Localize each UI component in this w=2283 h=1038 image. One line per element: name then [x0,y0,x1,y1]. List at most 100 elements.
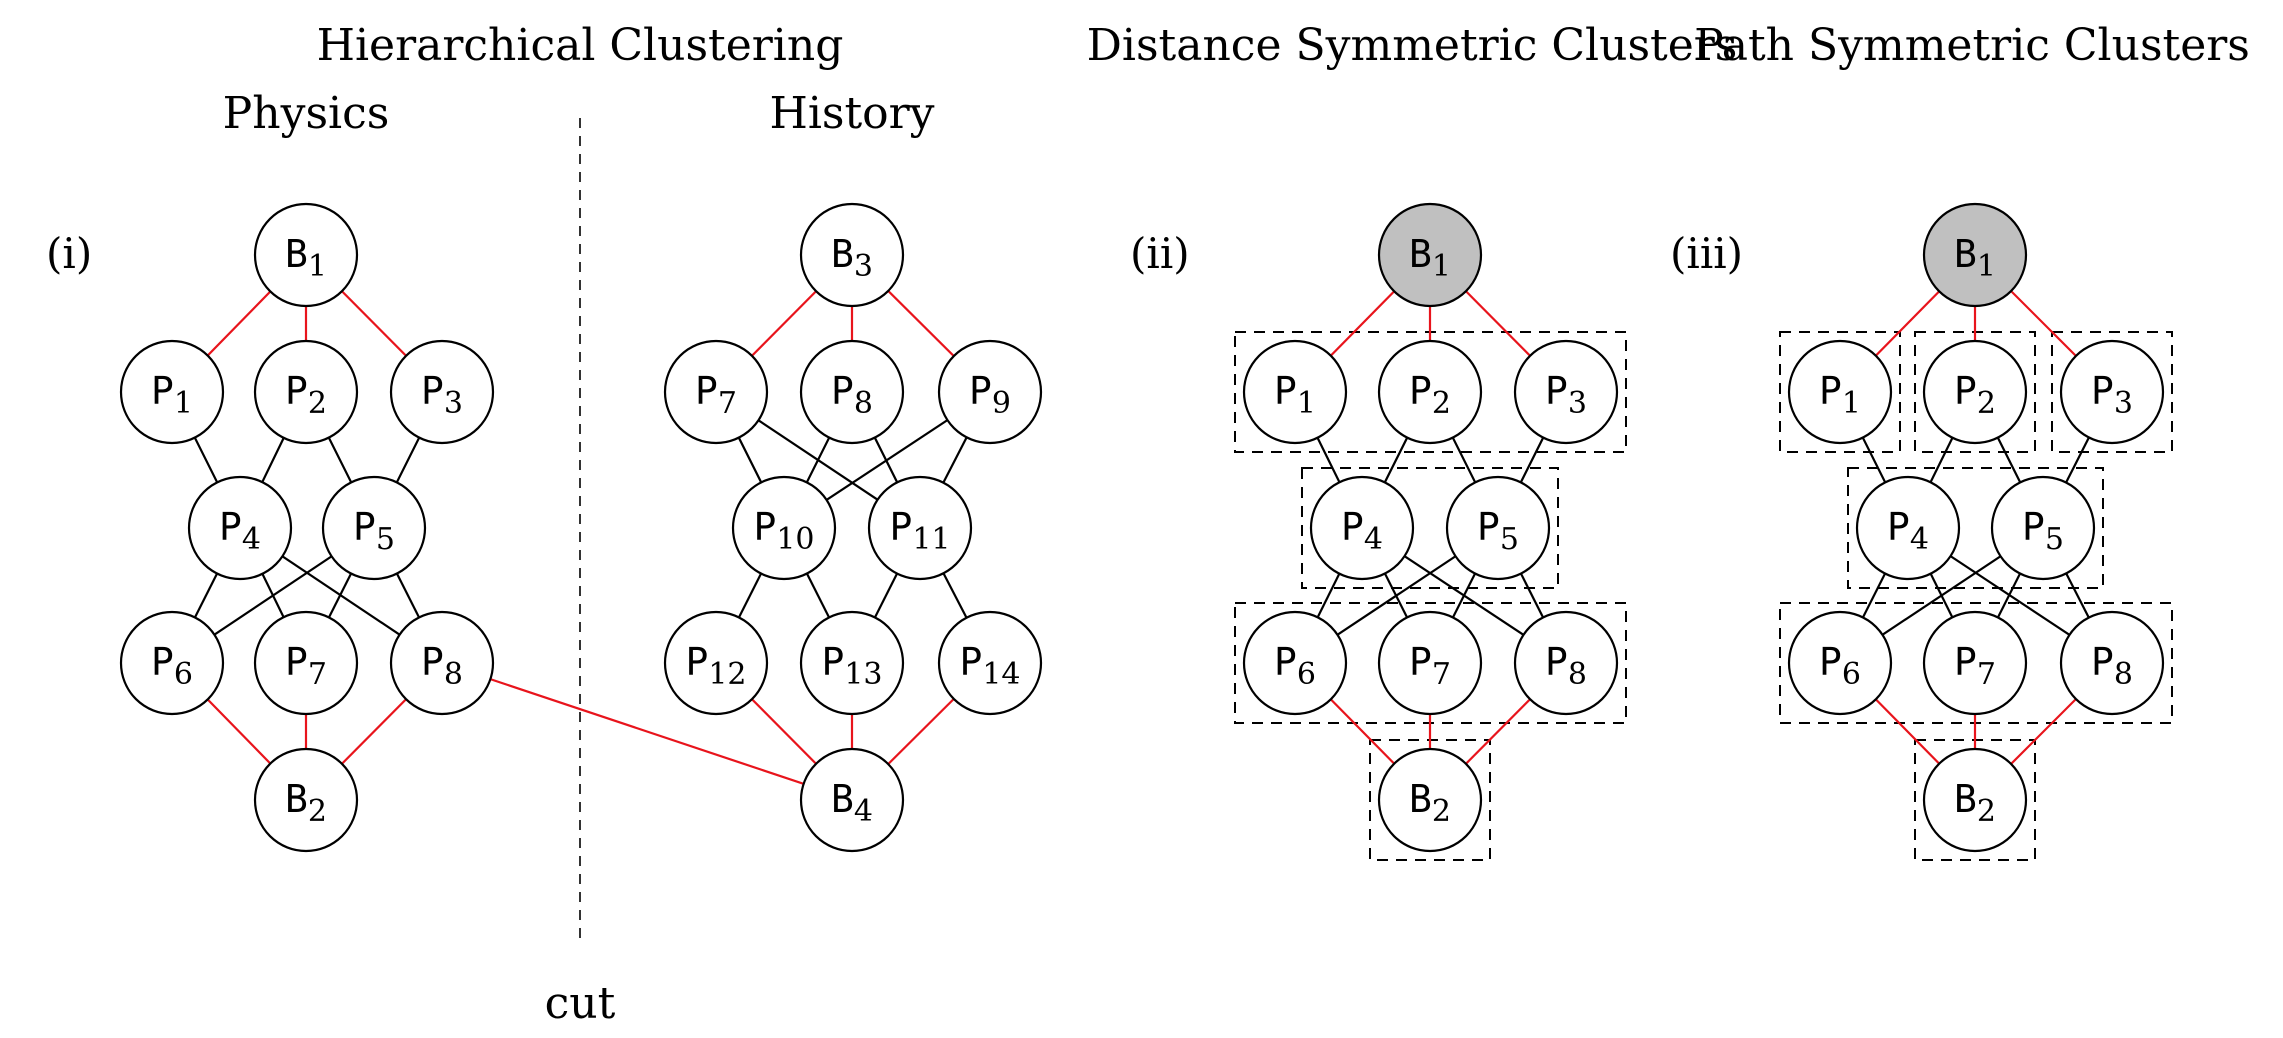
node-label: P8 [831,369,873,421]
node-circle [2059,610,2165,716]
node-label: P5 [1477,505,1519,557]
node-circle [799,202,905,308]
graph-node: P11 [867,475,973,581]
node-circle [799,610,905,716]
graph-node: B2 [1377,747,1483,853]
node-circle [1377,747,1483,853]
node-label: B1 [1954,232,1996,284]
node-circle [1787,339,1893,445]
node-label: P7 [1954,640,1996,692]
node-label: P8 [421,640,463,692]
panel-label-ii: (ii) [1130,229,1190,278]
node-circle [1242,339,1348,445]
node-circle [1445,475,1551,581]
graph-edges [171,254,2113,802]
node-circle [1922,747,2028,853]
node-circle [867,475,973,581]
cluster-boxes [1234,331,2173,861]
node-label: B2 [1954,777,1996,829]
node-circle [663,610,769,716]
graph-node: P3 [1513,339,1619,445]
graph-node: P13 [799,610,905,716]
graph-node: P9 [937,339,1043,445]
cluster-box [1779,331,1901,453]
node-circle [253,747,359,853]
node-label: B2 [285,777,327,829]
node-label: B2 [1409,777,1451,829]
node-label: P10 [753,505,814,557]
node-label: P9 [969,369,1011,421]
node-circle [1513,610,1619,716]
node-circle [1922,339,2028,445]
node-label: P2 [1409,369,1451,421]
cluster-box [1847,467,2104,589]
node-label: P3 [1545,369,1587,421]
graph-node: P8 [389,610,495,716]
graph-node: P4 [1309,475,1415,581]
title-hierarchical-clustering: Hierarchical Clustering [317,20,844,71]
node-circle [321,475,427,581]
node-label: B1 [1409,232,1451,284]
node-label: P12 [685,640,746,692]
panel-label-i: (i) [46,229,92,278]
node-label: P2 [285,369,327,421]
graph-node: P2 [253,339,359,445]
graph-node: P2 [1922,339,2028,445]
node-label: P1 [151,369,193,421]
node-label: P6 [151,640,193,692]
node-circle [1513,339,1619,445]
node-circle [663,339,769,445]
node-label: P5 [2022,505,2064,557]
node-label: P2 [1954,369,1996,421]
graph-node: P6 [1242,610,1348,716]
section-label-physics: Physics [223,88,390,139]
node-label: P4 [219,505,261,557]
node-label: P7 [285,640,327,692]
node-label: P8 [1545,640,1587,692]
node-circle [119,339,225,445]
node-circle [1787,610,1893,716]
node-circle [1377,610,1483,716]
graph-node: P5 [321,475,427,581]
graph-node: P2 [1377,339,1483,445]
graph-node: P3 [2059,339,2165,445]
graph-node: P10 [731,475,837,581]
cluster-box [1301,467,1559,589]
graph-node: P1 [1242,339,1348,445]
graph-node: P7 [1377,610,1483,716]
graph-node: P7 [663,339,769,445]
node-label: P1 [1274,369,1316,421]
cut-label: cut [545,978,616,1029]
section-label-history: History [769,88,934,139]
graph-node: P8 [2059,610,2165,716]
graph-node: P5 [1445,475,1551,581]
node-circle [1855,475,1961,581]
node-circle [389,339,495,445]
node-circle [253,339,359,445]
node-circle [389,610,495,716]
graph-node: P7 [253,610,359,716]
node-label: B3 [831,232,873,284]
node-label: P6 [1274,640,1316,692]
graph-node: P5 [1990,475,2096,581]
node-circle [731,475,837,581]
graph-node: B1 [1377,202,1483,308]
node-label: B1 [285,232,327,284]
graph-node: B4 [799,747,905,853]
node-circle [1309,475,1415,581]
graph-node: P1 [119,339,225,445]
node-label: P7 [695,369,737,421]
graph-node: P6 [1787,610,1893,716]
node-circle [799,339,905,445]
panel-label-iii: (iii) [1670,229,1743,278]
graph-node: P4 [187,475,293,581]
node-circle [119,610,225,716]
node-circle [1990,475,2096,581]
graph-node: P8 [799,339,905,445]
graph-node: P14 [937,610,1043,716]
cluster-box [2051,331,2173,453]
graph-node: P7 [1922,610,2028,716]
graph-node: B1 [253,202,359,308]
